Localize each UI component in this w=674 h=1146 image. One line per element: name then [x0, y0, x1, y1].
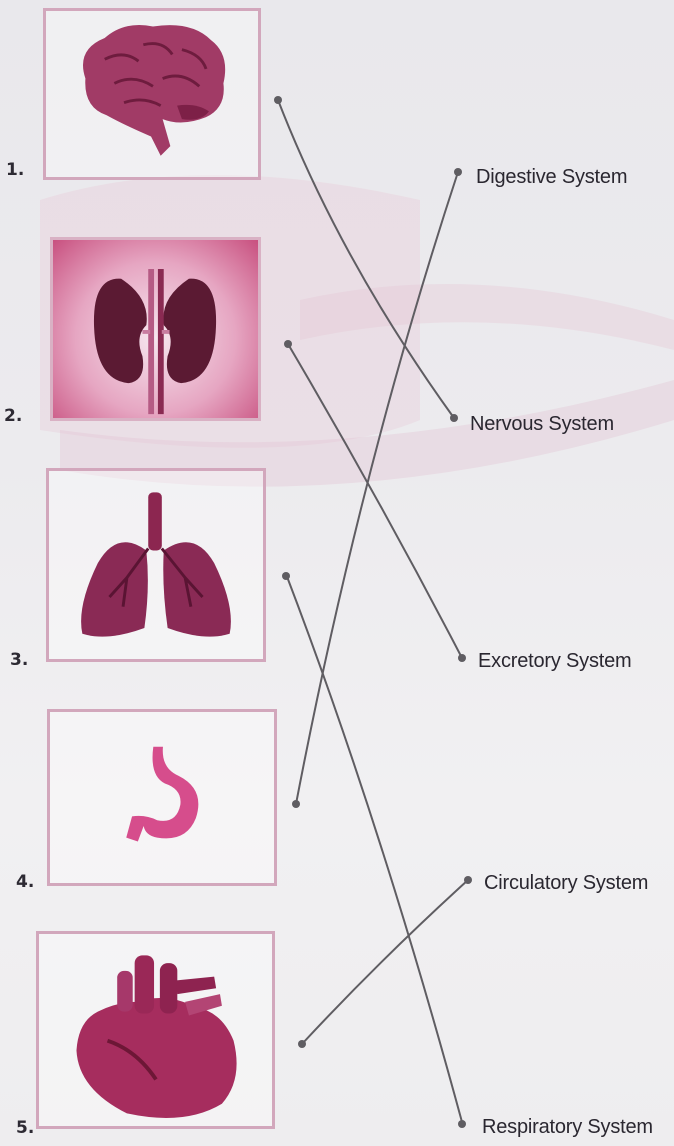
line-lungs-to-respiratory — [286, 574, 462, 1122]
dot-circulatory — [464, 876, 472, 884]
dot-excretory — [458, 654, 466, 662]
dot-heart — [298, 1040, 306, 1048]
dot-brain — [274, 96, 282, 104]
line-stomach-to-digestive — [296, 172, 458, 804]
dot-digestive — [454, 168, 462, 176]
dot-stomach — [292, 800, 300, 808]
dot-respiratory — [458, 1120, 466, 1128]
dot-nervous — [450, 414, 458, 422]
dot-lungs — [282, 572, 290, 580]
dot-kidneys — [284, 340, 292, 348]
line-heart-to-circulatory — [302, 880, 468, 1044]
